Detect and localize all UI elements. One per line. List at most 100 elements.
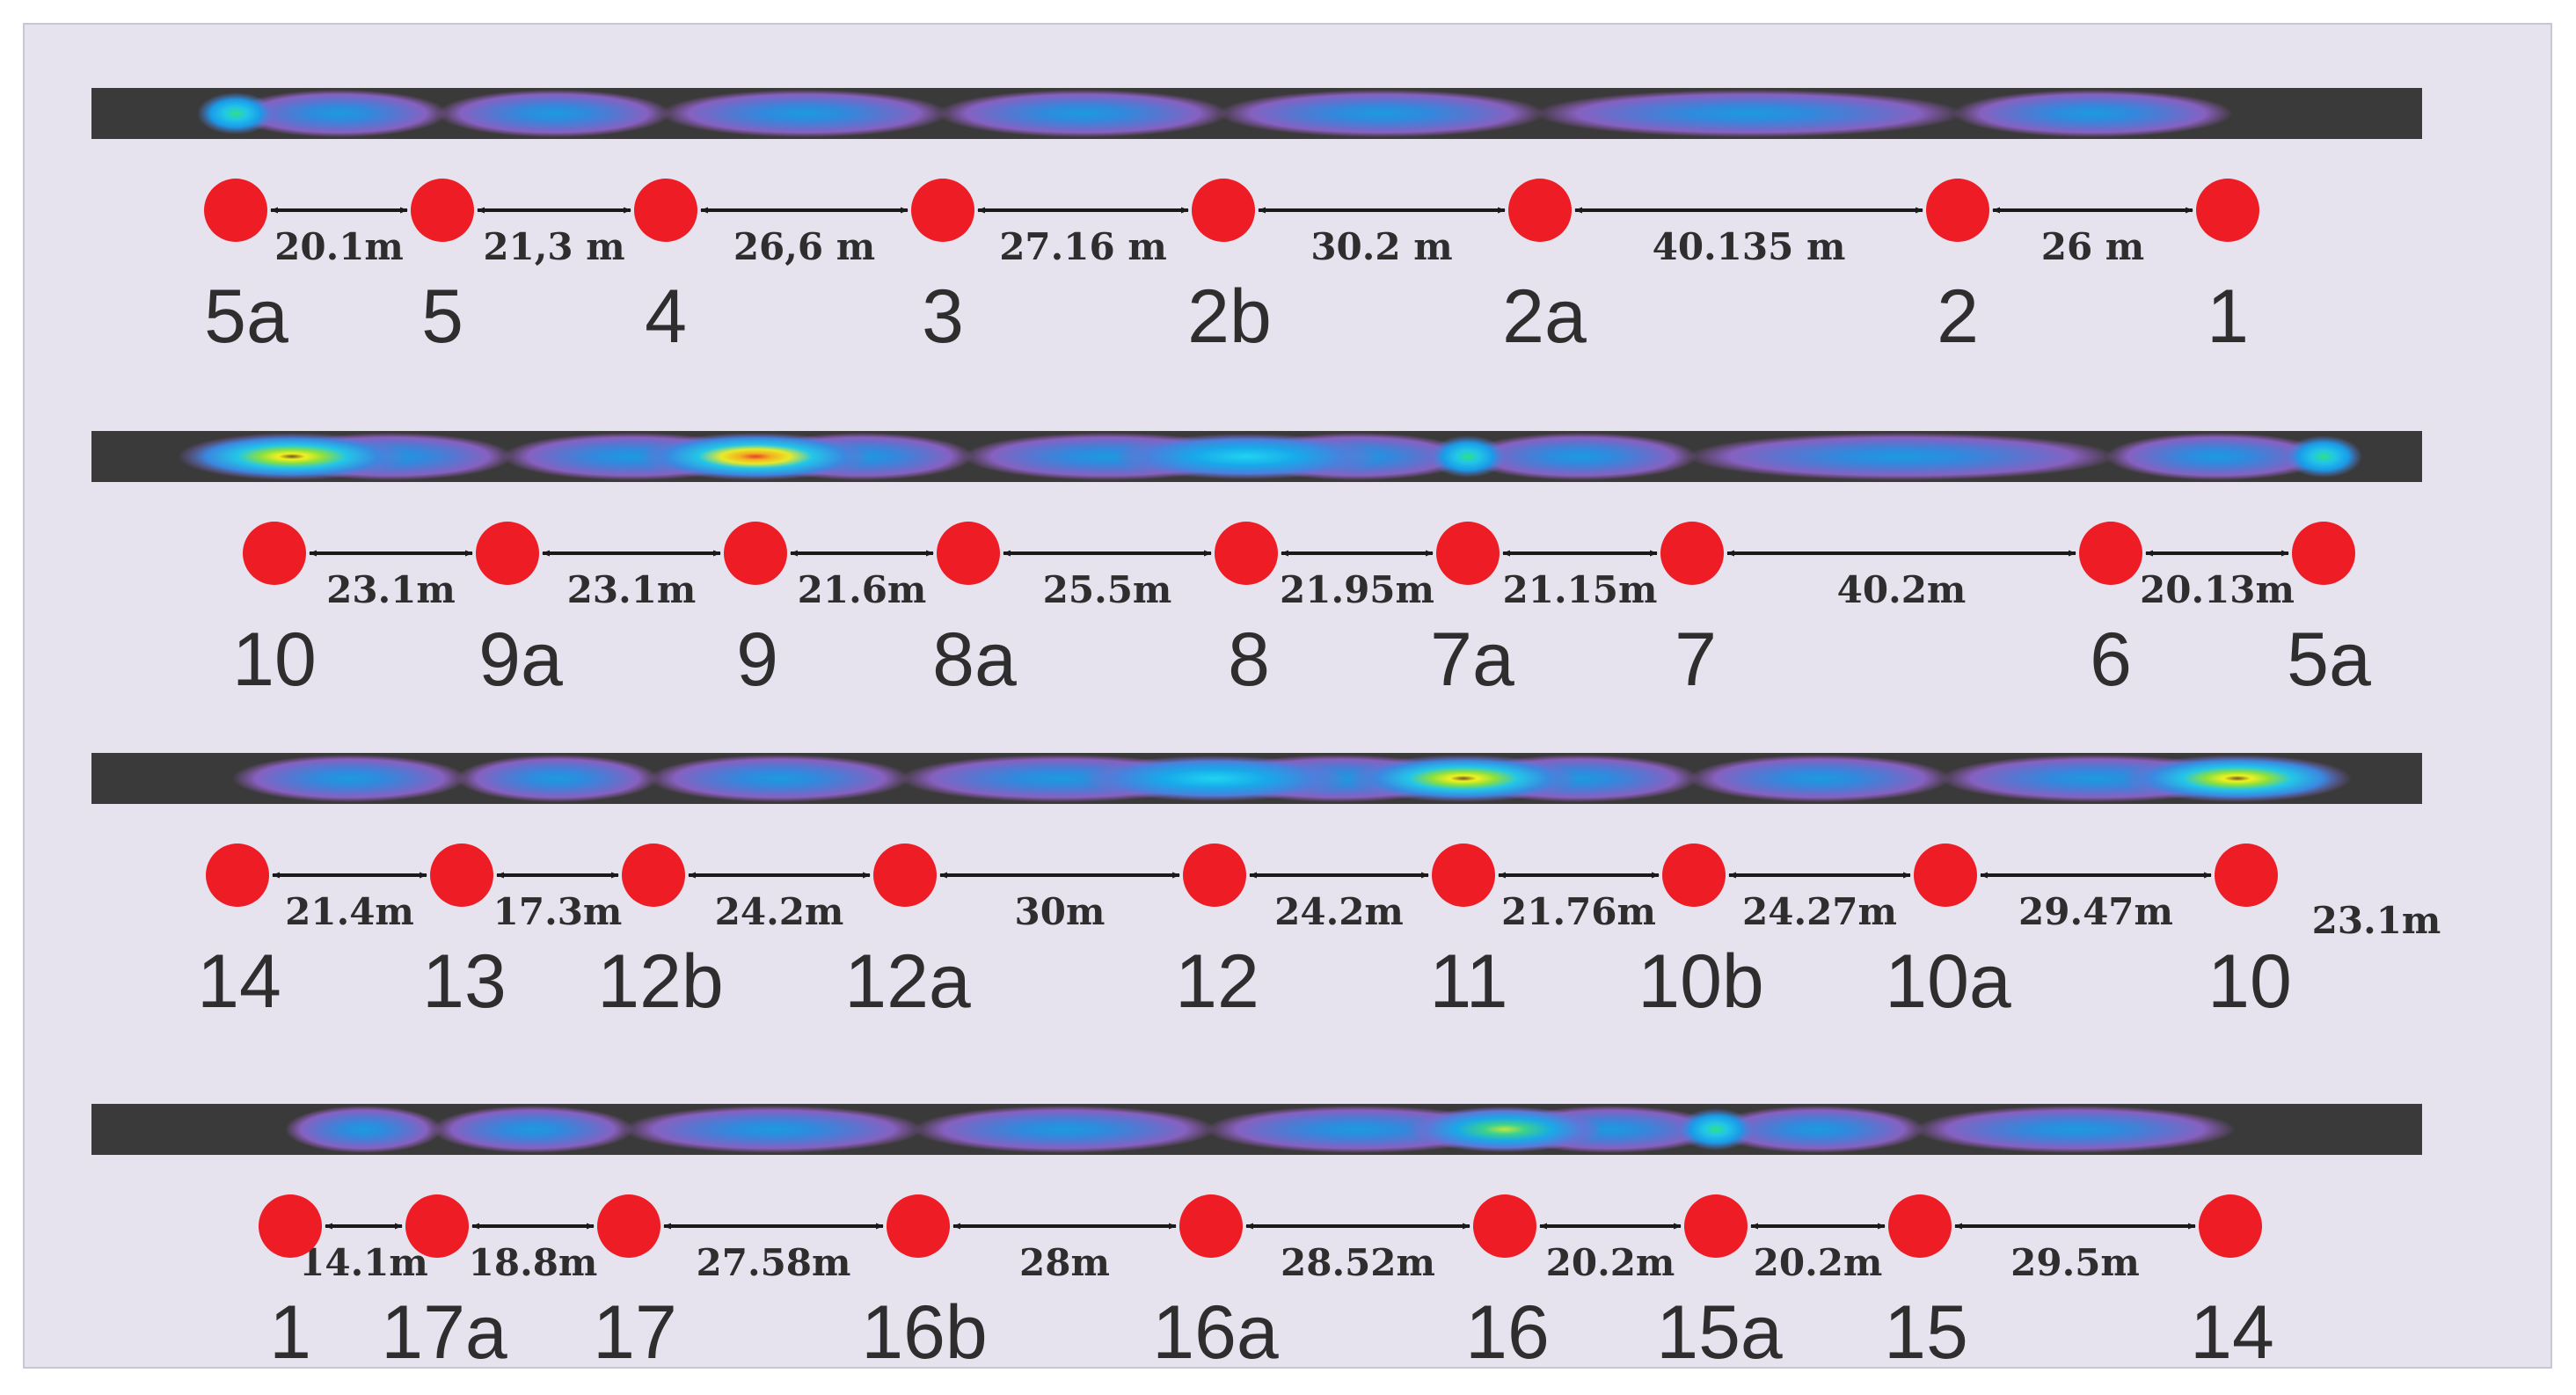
station-label: 10a (1885, 939, 2011, 1024)
distance-label: 18.8m (469, 1241, 598, 1284)
station-label: 1 (269, 1290, 311, 1375)
distance-label: 29.47m (2018, 890, 2173, 933)
distance-label-extra: 23.1m (2312, 899, 2441, 942)
distance-label: 24.2m (715, 890, 844, 933)
station-label: 7a (1430, 617, 1514, 702)
station-marker (405, 1194, 469, 1258)
distance-label: 23.1m (567, 568, 697, 611)
distance-label: 26,6 m (733, 225, 875, 268)
station-marker (206, 844, 269, 907)
station-label: 8a (932, 617, 1017, 702)
station-marker (887, 1194, 950, 1258)
hotspot-cyan-wide (1083, 756, 1346, 801)
station-marker (1192, 179, 1255, 242)
station-marker (2199, 1194, 2262, 1258)
station-marker (1662, 844, 1726, 907)
station-marker (1432, 844, 1495, 907)
station-marker (724, 522, 787, 585)
distance-label: 21,3 m (483, 225, 624, 268)
distance-label: 21.6m (798, 568, 927, 611)
station-marker (259, 1194, 322, 1258)
station-label: 6 (2090, 617, 2132, 702)
hotspot-yellow (1349, 755, 1578, 802)
field-blob (660, 90, 948, 137)
station-marker (2196, 179, 2259, 242)
distance-label: 25.5m (1043, 568, 1172, 611)
field-blob (938, 90, 1229, 137)
field-blob (1218, 90, 1545, 137)
distance-label: 28m (1019, 1241, 1110, 1284)
hotspot-cyan (1429, 435, 1507, 478)
station-label: 12a (844, 939, 971, 1024)
distance-label: 20.13m (2140, 568, 2295, 611)
station-label: 5a (204, 274, 288, 359)
hotspot-orange (641, 433, 870, 480)
station-marker (243, 522, 306, 585)
station-label: 15a (1656, 1290, 1783, 1375)
station-marker (204, 179, 267, 242)
field-blob (1711, 1106, 1925, 1153)
station-label: 17 (593, 1290, 677, 1375)
station-marker (1888, 1194, 1952, 1258)
station-label: 16b (861, 1290, 988, 1375)
station-marker (1473, 1194, 1536, 1258)
distance-label: 20.1m (274, 225, 404, 268)
distance-label: 40.135 m (1653, 225, 1846, 268)
distance-label: 14.1m (299, 1241, 428, 1284)
station-marker (634, 179, 697, 242)
station-marker (1926, 179, 1989, 242)
hotspot-cyan (2285, 435, 2362, 478)
station-marker (937, 522, 1000, 585)
field-blob (230, 90, 448, 137)
field-blob (285, 1106, 442, 1153)
field-blob (232, 755, 467, 802)
station-marker (1660, 522, 1724, 585)
field-blob (2105, 433, 2329, 480)
station-label: 1 (2207, 274, 2249, 359)
distance-label: 20.2m (1754, 1241, 1883, 1284)
station-label: 2b (1187, 274, 1272, 359)
station-marker (911, 179, 974, 242)
station-label: 10b (1638, 939, 1764, 1024)
station-label: 15 (1884, 1290, 1968, 1375)
station-marker (2079, 522, 2142, 585)
station-label: 9a (478, 617, 563, 702)
station-label: 5a (2287, 617, 2371, 702)
station-label: 9 (736, 617, 778, 702)
distance-label: 17.3m (493, 890, 623, 933)
station-marker (476, 522, 539, 585)
hotspot-yellow (2123, 755, 2352, 802)
station-marker (1179, 1194, 1243, 1258)
field-blob (1463, 433, 1697, 480)
station-marker (1684, 1194, 1748, 1258)
station-label: 2a (1502, 274, 1587, 359)
distance-label: 30.2 m (1310, 225, 1452, 268)
distance-label: 27.58m (697, 1241, 851, 1284)
station-marker (873, 844, 937, 907)
station-label: 8 (1228, 617, 1270, 702)
station-label: 12b (597, 939, 724, 1024)
distance-label: 23.1m (326, 568, 456, 611)
field-blob (913, 1106, 1216, 1153)
station-label: 5 (421, 274, 463, 359)
station-label: 17a (381, 1290, 507, 1375)
distance-label: 26 m (2041, 225, 2145, 268)
station-marker (622, 844, 685, 907)
station-label: 14 (197, 939, 281, 1024)
field-blob (1689, 755, 1951, 802)
station-marker (1183, 844, 1246, 907)
station-label: 14 (2190, 1290, 2274, 1375)
distance-label: 21.76m (1501, 890, 1656, 933)
station-label: 7 (1675, 617, 1717, 702)
distance-label: 20.2m (1546, 1241, 1675, 1284)
station-label: 3 (922, 274, 964, 359)
station-label: 2 (1937, 274, 1979, 359)
hotspot-green (1408, 1107, 1602, 1152)
hotspot-yellow (178, 433, 406, 480)
station-marker (2215, 844, 2278, 907)
field-blob (1915, 1106, 2236, 1153)
